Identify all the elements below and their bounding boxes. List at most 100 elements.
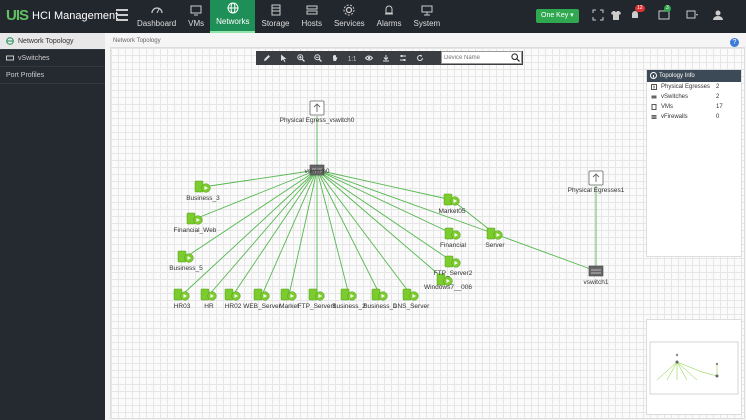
actual-size-tool[interactable]: 1:1 xyxy=(343,51,360,65)
info-row-vms: VMs 17 xyxy=(647,102,741,112)
sidebar-item-vswitches[interactable]: vSwitches xyxy=(0,50,105,67)
node-vm[interactable]: Windows7__006 xyxy=(424,273,472,291)
node-vm[interactable]: WEB_Server xyxy=(243,288,282,310)
nav-label: System xyxy=(413,19,441,28)
nav-label: Alarms xyxy=(376,19,402,28)
node-vm[interactable]: Business_5 xyxy=(169,250,203,272)
node-label: Physical Egresses1 xyxy=(568,187,625,194)
zoom-in-icon xyxy=(296,54,305,62)
pan-tool[interactable] xyxy=(326,51,343,65)
node-vm[interactable]: HR xyxy=(200,288,217,310)
info-label: Physical Egresses xyxy=(661,84,711,90)
node-physical-egresses1[interactable]: Physical Egresses1 xyxy=(568,170,625,194)
node-vm[interactable]: Financial xyxy=(440,227,467,249)
nav-dashboard[interactable]: Dashboard xyxy=(131,0,182,33)
nav-label: Networks xyxy=(216,17,250,26)
info-value: 0 xyxy=(716,114,720,120)
menu-toggle-icon[interactable] xyxy=(116,9,128,21)
device-search-input[interactable] xyxy=(442,52,510,64)
fullscreen-icon[interactable] xyxy=(592,9,604,21)
node-vswitch1[interactable]: vswitch1 xyxy=(584,265,609,286)
help-icon[interactable]: ? xyxy=(730,38,739,47)
node-vm[interactable]: Business_3 xyxy=(186,180,220,202)
topology-minimap[interactable] xyxy=(646,319,742,415)
alarm-count-badge: 12 xyxy=(635,5,645,12)
node-vm[interactable]: FTP_Server1 xyxy=(298,288,337,310)
node-label: Business_2 xyxy=(332,303,366,310)
node-physical-egress-vswitch0[interactable]: Physical Egress_vswitch0 xyxy=(280,100,355,124)
node-label: WEB_Server xyxy=(243,303,281,310)
info-row-vfirewalls: vFirewalls 0 xyxy=(647,112,741,122)
nav-services[interactable]: Services xyxy=(328,0,371,33)
info-label: vFirewalls xyxy=(661,114,688,120)
info-value: 2 xyxy=(716,94,720,100)
node-vm[interactable]: HR03 xyxy=(174,288,191,310)
pencil-icon xyxy=(263,55,270,61)
nav-label: Dashboard xyxy=(137,19,177,28)
main-nav: Dashboard VMs Networks Storage Hosts Ser… xyxy=(131,0,446,33)
system-icon xyxy=(421,5,433,16)
breadcrumb: Network Topology xyxy=(113,38,161,44)
nav-vms[interactable]: VMs xyxy=(182,0,210,33)
node-label: DNS_Server xyxy=(393,303,430,310)
node-label: FTP_Server2 xyxy=(434,270,473,277)
nav-label: Hosts xyxy=(301,19,322,28)
nav-storage[interactable]: Storage xyxy=(255,0,295,33)
sidebar-item-label: vSwitches xyxy=(18,54,50,62)
actual-size-icon: 1:1 xyxy=(348,57,356,63)
sliders-icon xyxy=(399,55,406,61)
one-key-button[interactable]: One Key ▾ xyxy=(536,9,579,23)
node-label: HR xyxy=(204,303,214,310)
user-icon[interactable] xyxy=(712,9,724,21)
settings-tool[interactable] xyxy=(394,51,411,65)
refresh-tool[interactable] xyxy=(411,51,428,65)
pointer-icon xyxy=(280,54,286,62)
view-tool[interactable] xyxy=(360,51,377,65)
shirt-icon[interactable] xyxy=(610,9,622,21)
nav-label: VMs xyxy=(188,19,205,28)
network-icon xyxy=(227,2,239,14)
node-vm[interactable]: HR02 xyxy=(225,288,242,310)
vm-icon xyxy=(190,5,202,16)
node-label: FTP_Server1 xyxy=(298,303,337,310)
node-vm[interactable]: FTP_Server2 xyxy=(434,255,473,277)
zoom-out-tool[interactable] xyxy=(309,51,326,65)
info-value: 17 xyxy=(716,104,723,110)
node-vm[interactable]: Market xyxy=(279,288,299,310)
minimap-preview xyxy=(649,341,739,395)
node-label: Windows7__006 xyxy=(424,284,472,291)
nav-alarms[interactable]: Alarms xyxy=(371,0,408,33)
node-vm[interactable]: Business_1 xyxy=(363,288,397,310)
node-vm[interactable]: Business_2 xyxy=(332,288,366,310)
sidebar: Network Topology vSwitches Port Profiles xyxy=(0,33,105,420)
edit-tool[interactable] xyxy=(258,51,275,65)
info-label: vSwitches xyxy=(661,94,689,100)
node-vm[interactable]: Financial_Web xyxy=(174,212,217,234)
display-icon[interactable] xyxy=(686,9,698,21)
search-icon[interactable] xyxy=(511,53,520,62)
topology-info-title: Topology Info xyxy=(659,73,695,79)
info-row-vswitches: vSwitches 2 xyxy=(647,92,741,102)
nav-system[interactable]: System xyxy=(408,0,447,33)
node-vm[interactable]: DNS_Server xyxy=(393,288,430,310)
nav-networks[interactable]: Networks xyxy=(210,0,256,33)
node-label: Business_3 xyxy=(186,195,220,202)
nav-hosts[interactable]: Hosts xyxy=(296,0,328,33)
info-value: 2 xyxy=(716,84,720,90)
sidebar-item-port-profiles[interactable]: Port Profiles xyxy=(0,67,105,84)
zoom-in-tool[interactable] xyxy=(292,51,309,65)
sidebar-item-network-topology[interactable]: Network Topology xyxy=(0,33,105,50)
switch-icon xyxy=(651,95,657,99)
node-vswitch0[interactable]: vswitch0 xyxy=(305,164,330,176)
bell-icon[interactable]: 12 xyxy=(629,5,645,21)
hosts-icon xyxy=(306,5,318,15)
select-tool[interactable] xyxy=(275,51,292,65)
node-label: Market05 xyxy=(438,208,465,215)
vm-icon xyxy=(651,104,657,110)
node-label: vswitch1 xyxy=(584,279,609,286)
node-vm[interactable]: Market05 xyxy=(438,193,466,215)
task-icon[interactable]: 3 xyxy=(658,5,671,21)
alarm-icon xyxy=(385,5,394,15)
node-vm[interactable]: Server xyxy=(485,227,505,249)
download-tool[interactable] xyxy=(377,51,394,65)
